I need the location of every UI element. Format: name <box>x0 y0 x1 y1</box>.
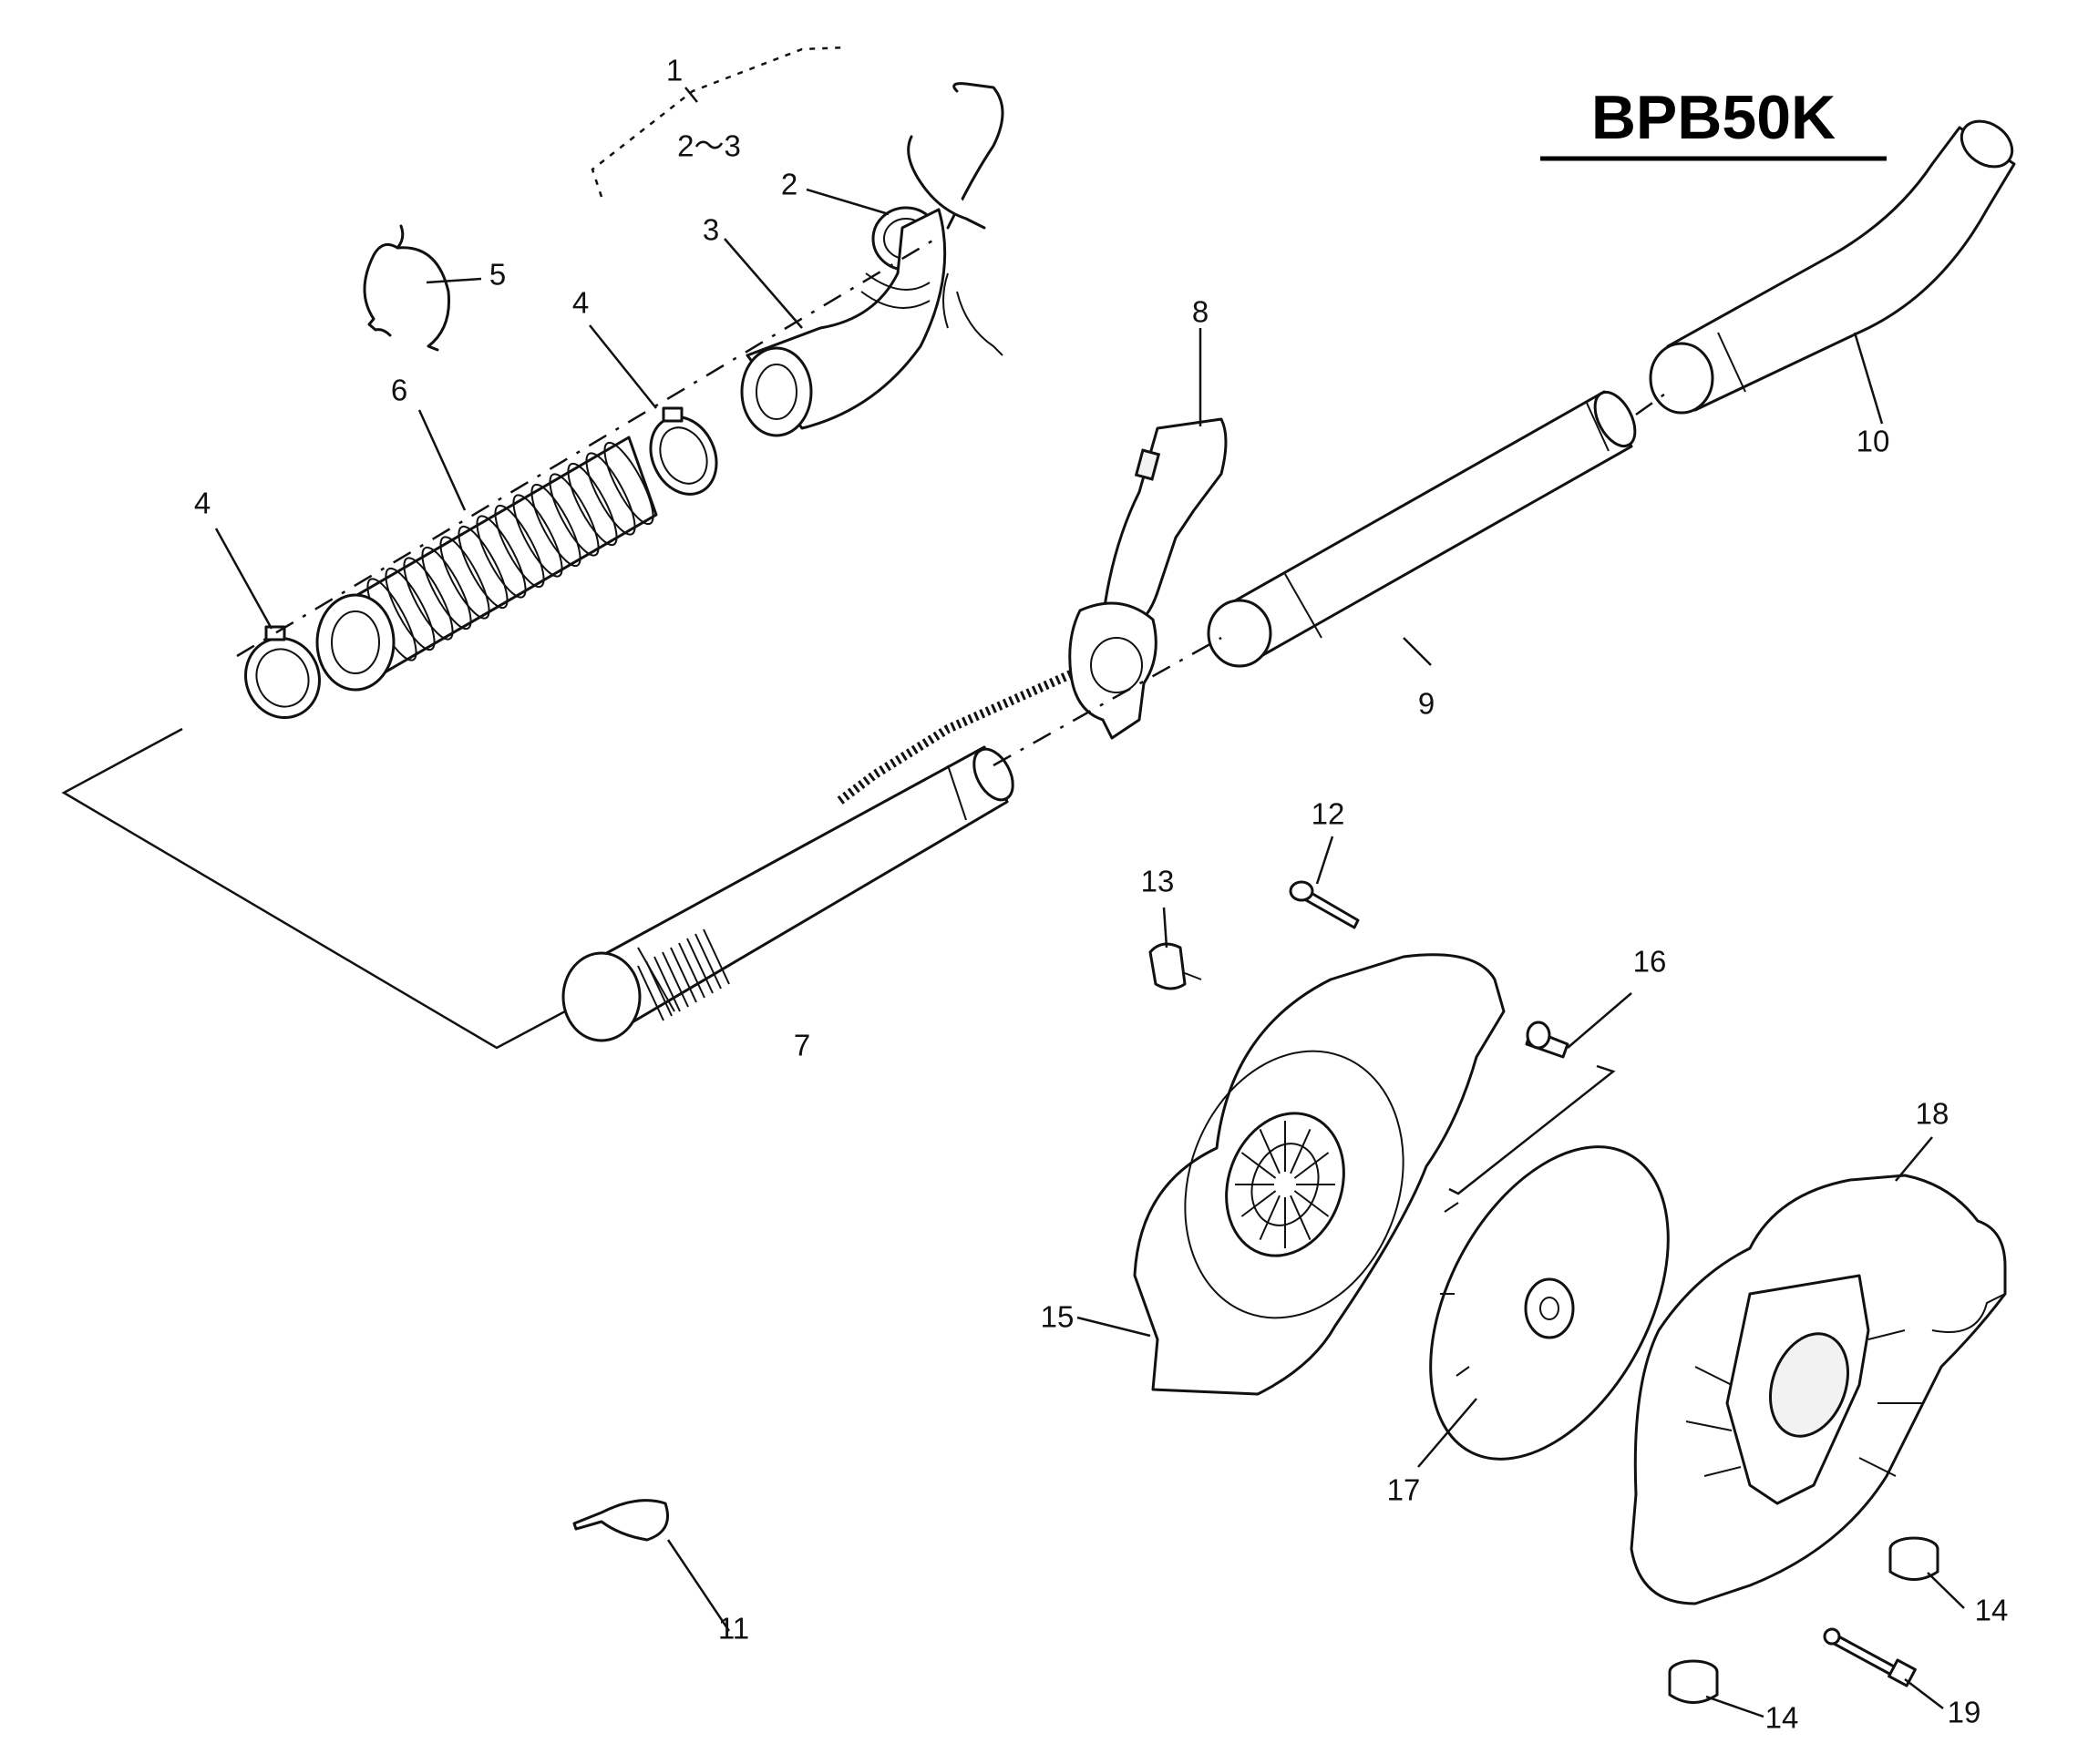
leader-lines <box>214 87 1965 1718</box>
grip-ridge <box>645 960 673 1017</box>
part-6-flexible-hose <box>315 436 658 692</box>
hose-rib <box>476 515 527 599</box>
vent-spoke <box>1290 1128 1312 1174</box>
grip-ridge <box>653 956 681 1012</box>
hose-rib <box>385 567 436 651</box>
part-9-straight-pipe <box>1207 390 1637 668</box>
part-17-impeller <box>1429 1145 1670 1461</box>
vent-spoke <box>1240 1190 1277 1217</box>
assembly-bracket <box>591 46 849 198</box>
grip-ridge <box>703 928 730 985</box>
hose-rib <box>567 462 618 547</box>
engine-outlet-housing <box>907 82 1004 356</box>
hose-rib <box>585 452 636 536</box>
label-part-4-bottom: 4 <box>194 487 211 520</box>
part-8-handle-assembly <box>1068 417 1228 740</box>
vent-ring <box>1250 1143 1320 1226</box>
part-12-screw <box>1289 880 1360 929</box>
part-3-elbow-pipe <box>740 208 947 437</box>
centerline-lower <box>993 390 1669 767</box>
model-title: BPB50K <box>1591 83 1836 152</box>
label-part-10: 10 <box>1857 425 1890 458</box>
label-part-5: 5 <box>489 258 506 292</box>
part-14-rubber-foot-lower <box>1668 1659 1719 1704</box>
part-13-grommet <box>1148 942 1202 990</box>
part-18-fan-case-rear <box>1630 1174 2007 1605</box>
hose-rib <box>512 494 563 578</box>
label-part-15: 15 <box>1041 1300 1075 1334</box>
grip-ridge <box>678 942 705 999</box>
part-labels: 1 2～3 2 3 4 5 6 4 7 8 9 10 11 12 13 14 1… <box>194 54 2009 1735</box>
label-part-18: 18 <box>1916 1097 1949 1131</box>
label-part-13: 13 <box>1141 865 1175 898</box>
hose-rib <box>603 441 654 526</box>
label-part-14-lower: 14 <box>1765 1701 1799 1735</box>
part-4-hose-clamp-bottom <box>244 625 321 720</box>
label-part-1: 1 <box>666 54 683 87</box>
label-part-12: 12 <box>1312 797 1345 831</box>
label-part-8: 8 <box>1192 295 1209 329</box>
label-part-3: 3 <box>703 213 719 247</box>
part-4-hose-clamp-top <box>649 406 718 496</box>
grip-ridge <box>694 933 722 990</box>
label-part-9: 9 <box>1418 687 1435 721</box>
grip-ridge <box>637 965 664 1021</box>
part-5-wire-clip <box>363 224 451 352</box>
label-part-16: 16 <box>1633 945 1667 979</box>
label-part-6: 6 <box>391 374 407 407</box>
label-part-7: 7 <box>794 1029 810 1062</box>
label-part-4-top: 4 <box>572 286 589 320</box>
part-7-nozzle-pipe <box>561 745 1014 1042</box>
label-part-11: 11 <box>718 1612 749 1646</box>
vent-spoke <box>1293 1152 1330 1179</box>
vent-spoke <box>1259 1195 1281 1241</box>
part-10-curved-pipe <box>1649 119 2016 415</box>
hose-rib <box>530 483 581 568</box>
grip-ridge <box>662 951 689 1008</box>
hose-rib <box>403 557 454 641</box>
label-part-19: 19 <box>1948 1696 1981 1729</box>
label-part-17: 17 <box>1387 1473 1421 1507</box>
grip-ridge <box>670 947 697 1003</box>
hose-rib <box>421 546 472 631</box>
assembly-line-left <box>61 727 566 1050</box>
hose-rib <box>458 525 509 610</box>
label-part-14-upper: 14 <box>1975 1594 2009 1627</box>
part-15-fan-case <box>1133 953 1506 1396</box>
label-part-2: 2 <box>781 168 797 201</box>
throttle-cable <box>836 670 1074 805</box>
part-11-tie-band <box>572 1499 669 1542</box>
hose-rib <box>439 536 490 620</box>
label-part-1-range: 2～3 <box>677 129 741 163</box>
part-16-nipple-fitting <box>1448 1020 1616 1195</box>
hose-rib <box>549 473 600 557</box>
hose-rib <box>494 504 545 589</box>
part-19-bolt <box>1823 1627 1917 1687</box>
part-14-rubber-foot-upper <box>1888 1536 1939 1581</box>
grip-ridge <box>686 938 714 994</box>
